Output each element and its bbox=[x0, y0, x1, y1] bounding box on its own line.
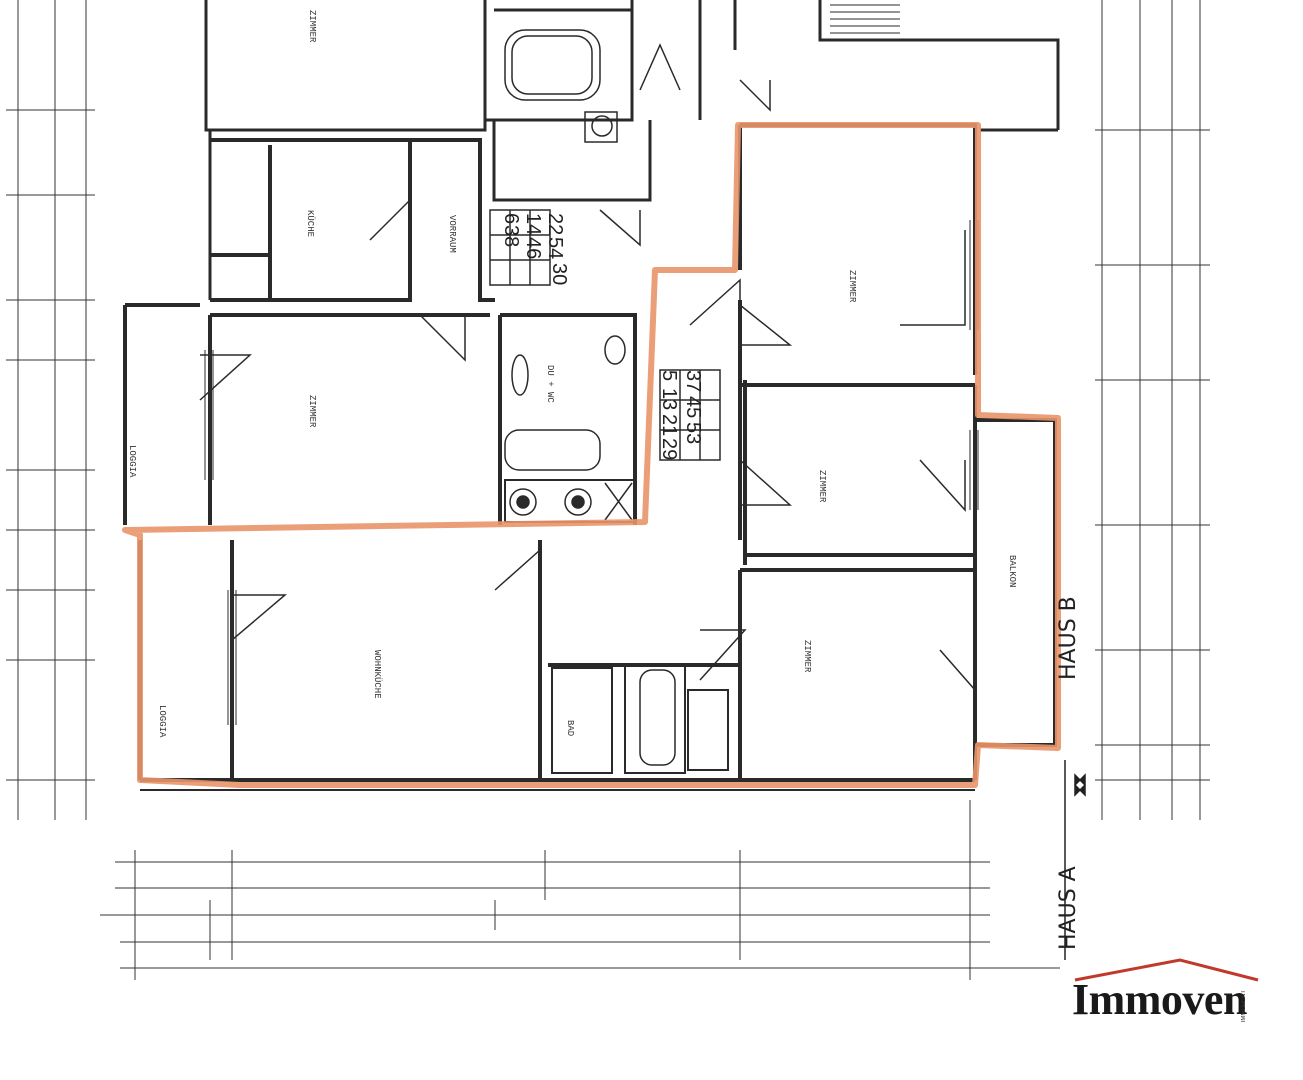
room-label-zimmer-r1: ZIMMER bbox=[847, 270, 857, 303]
logo-small-text: IMMOVENT bbox=[1241, 990, 1247, 1023]
haus-separator bbox=[1064, 760, 1087, 960]
window-marks bbox=[204, 220, 979, 725]
room-label-zimmer-mid: ZIMMER bbox=[307, 395, 317, 428]
stair-num-1a: 6 bbox=[500, 213, 522, 224]
haus-a-label: HAUS A bbox=[1056, 866, 1081, 950]
right-dimension-lines bbox=[1095, 0, 1210, 820]
main-walls bbox=[123, 123, 1057, 791]
top-stair bbox=[830, 4, 900, 34]
upper-wc bbox=[584, 111, 618, 143]
stair-num-2c: 21 bbox=[658, 414, 680, 436]
room-label-wohnkueche: WOHNKÜCHE bbox=[372, 650, 383, 699]
stair-num-2e: 37 bbox=[682, 370, 704, 392]
stair-num-1e: 22 bbox=[544, 213, 566, 235]
room-label-bad: BAD bbox=[565, 720, 575, 736]
room-label-zimmer-top: ZIMMER bbox=[307, 10, 317, 43]
upper-unit-walls bbox=[204, 0, 1060, 300]
stair-num-2a: 5 bbox=[658, 370, 680, 381]
stair-num-1b: 38 bbox=[500, 225, 522, 247]
haus-a-label-group: HAUS A bbox=[1056, 866, 1081, 950]
room-label-loggia-left: LOGGIA bbox=[127, 445, 137, 478]
room-label-balkon: BALKON bbox=[1007, 555, 1017, 587]
stair-num-1f: 54 bbox=[544, 237, 566, 259]
stair-number-block-1: 6 38 14 46 22 54 30 bbox=[500, 213, 570, 285]
room-label-vorraum: VORRAUM bbox=[447, 215, 457, 253]
stair-number-block-2: 5 13 21 29 37 45 53 bbox=[658, 370, 704, 460]
stair-num-1c: 14 bbox=[522, 213, 544, 235]
left-dimension-lines bbox=[6, 0, 95, 820]
stair-num-2g: 53 bbox=[682, 422, 704, 444]
door-swings bbox=[199, 43, 976, 692]
room-label-zimmer-r3: ZIMMER bbox=[802, 640, 812, 673]
haus-b-label-group: HAUS B bbox=[1056, 596, 1081, 680]
stair-num-1g: 30 bbox=[548, 263, 570, 285]
room-label-kueche: KÜCHE bbox=[305, 210, 316, 237]
room-label-dusche: DU + WC bbox=[545, 365, 555, 403]
bottom-dimension-lines bbox=[100, 800, 1060, 980]
apartment-outline bbox=[122, 122, 1061, 788]
haus-b-label: HAUS B bbox=[1056, 596, 1081, 680]
stair-bar bbox=[489, 209, 721, 461]
stair-num-1d: 46 bbox=[522, 237, 544, 259]
appliances bbox=[504, 335, 676, 766]
logo-text: Immoven bbox=[1072, 975, 1247, 1024]
room-label-loggia-bottom: LOGGIA bbox=[157, 705, 167, 738]
stair-num-2b: 13 bbox=[658, 388, 680, 410]
room-label-zimmer-r2: ZIMMER bbox=[817, 470, 827, 503]
stair-num-2f: 45 bbox=[682, 396, 704, 418]
immoven-logo-roof bbox=[1074, 958, 1259, 982]
stair-num-2d: 29 bbox=[658, 438, 680, 460]
upper-bathtub bbox=[504, 29, 601, 101]
